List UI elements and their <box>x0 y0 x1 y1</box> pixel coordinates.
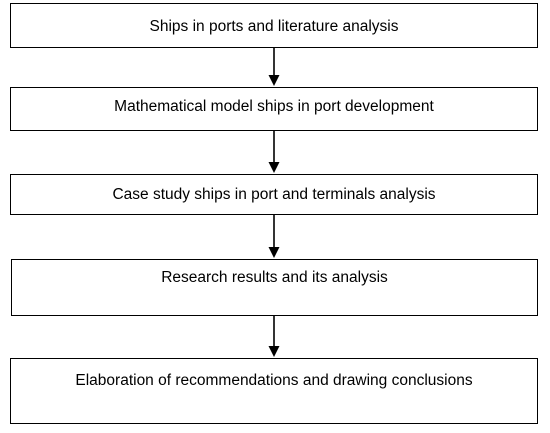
flow-step-4: Research results and its analysis <box>11 259 538 316</box>
arrow-4-to-5 <box>268 316 280 357</box>
flow-step-4-label: Research results and its analysis <box>161 269 388 286</box>
flow-step-1-label: Ships in ports and literature analysis <box>149 18 399 35</box>
arrow-1-to-2 <box>268 48 280 86</box>
flow-step-2-label: Mathematical model ships in port develop… <box>114 98 434 115</box>
flow-step-5-label: Elaboration of recommendations and drawi… <box>75 372 473 389</box>
flow-step-1: Ships in ports and literature analysis <box>10 3 538 48</box>
flow-step-5: Elaboration of recommendations and drawi… <box>10 358 538 424</box>
flow-step-3-label: Case study ships in port and terminals a… <box>112 186 436 203</box>
arrow-3-to-4 <box>268 215 280 258</box>
arrow-2-to-3 <box>268 131 280 173</box>
flow-step-3: Case study ships in port and terminals a… <box>10 174 538 215</box>
flow-step-2: Mathematical model ships in port develop… <box>10 87 538 131</box>
